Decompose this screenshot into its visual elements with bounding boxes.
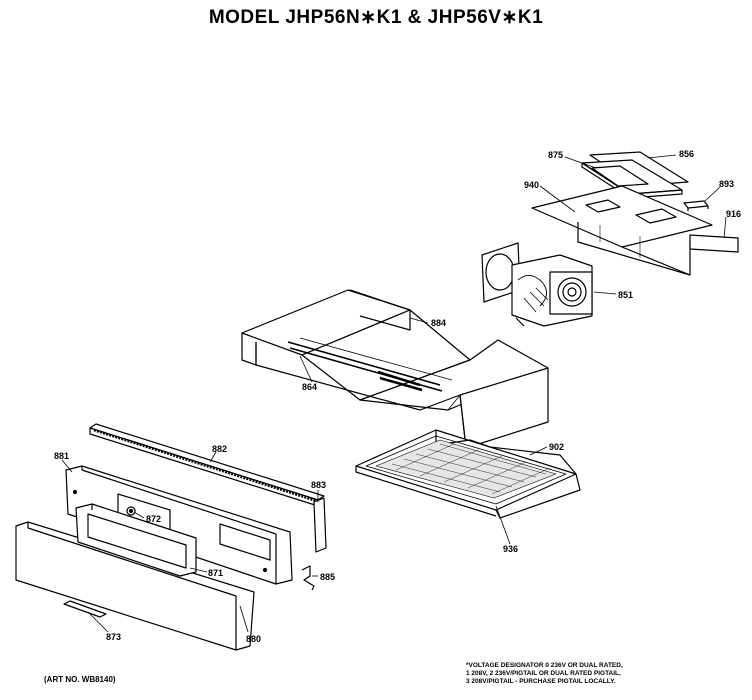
label-881: 881 — [54, 451, 69, 461]
label-851: 851 — [618, 290, 633, 300]
label-872: 872 — [146, 514, 161, 524]
part-916-back-plate — [689, 234, 739, 253]
note-line-1: *VOLTAGE DESIGNATOR 0 236V OR DUAL RATED… — [466, 662, 623, 669]
leader-lines — [61, 154, 727, 633]
part-873-mounting-strip — [63, 600, 107, 618]
diagram-title: MODEL JHP56N∗K1 & JHP56V∗K1 — [208, 7, 544, 28]
label-902: 902 — [549, 442, 564, 452]
label-936: 936 — [503, 544, 518, 554]
part-936-grease-filter — [375, 439, 557, 499]
label-893: 893 — [719, 179, 734, 189]
part-872-switch — [126, 506, 136, 516]
part-864-rail-channels — [287, 337, 453, 392]
label-864: 864 — [302, 382, 317, 392]
label-871: 871 — [208, 568, 223, 578]
art-number: (ART NO. WB8140) — [44, 675, 116, 684]
part-883-side-piece — [313, 497, 327, 553]
part-880-front-trim — [15, 521, 255, 651]
part-labels: 875 856 940 893 916 851 884 864 902 936 … — [54, 149, 741, 644]
label-882: 882 — [212, 444, 227, 454]
label-880: 880 — [246, 634, 261, 644]
part-882-front-rail — [89, 423, 325, 507]
label-884: 884 — [431, 318, 446, 328]
note-line-2: 1 208V, 2 236V/PIGTAIL OR DUAL RATED PIG… — [466, 670, 621, 677]
note-line-3: 3 208V/PIGTAIL - PURCHASE PIGTAIL LOCALL… — [466, 678, 616, 685]
part-893-bracket — [683, 200, 709, 211]
part-885-clip — [301, 565, 315, 591]
label-940: 940 — [524, 180, 539, 190]
label-916: 916 — [726, 209, 741, 219]
part-884-main-housing — [241, 289, 549, 449]
part-875-gasket — [591, 165, 649, 187]
label-873: 873 — [106, 632, 121, 642]
label-875: 875 — [548, 150, 563, 160]
label-883: 883 — [311, 480, 326, 490]
part-851-blower-assembly — [481, 242, 593, 327]
label-885: 885 — [320, 572, 335, 582]
voltage-notes: *VOLTAGE DESIGNATOR 0 236V OR DUAL RATED… — [466, 662, 623, 686]
part-940-top-panel — [531, 185, 713, 276]
part-871-light-lens — [75, 503, 197, 577]
label-856: 856 — [679, 149, 694, 159]
